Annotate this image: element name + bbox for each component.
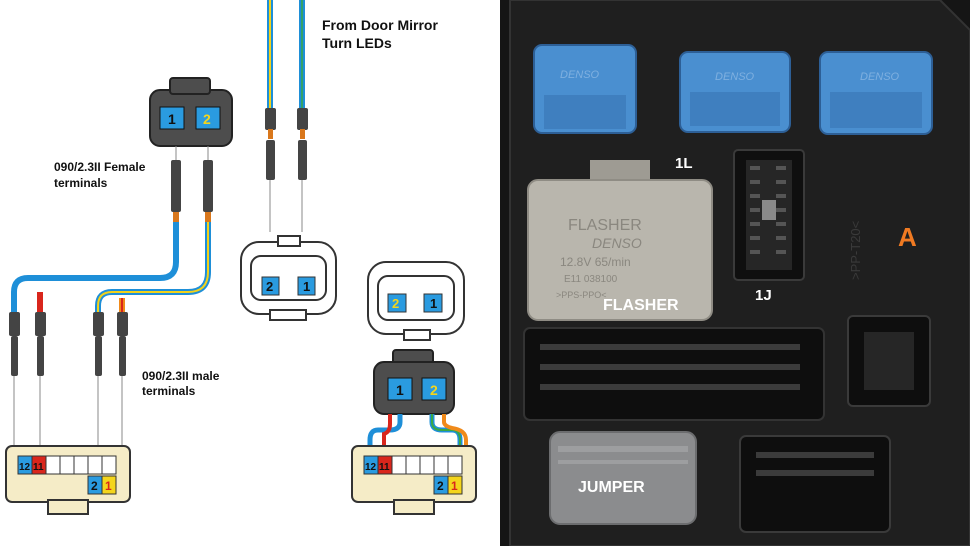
label-a: A bbox=[898, 222, 917, 252]
vehicle-plug-right: 12 11 2 1 bbox=[351, 445, 477, 515]
relay-2-brand: DENSO bbox=[715, 71, 755, 83]
relay-3-brand: DENSO bbox=[860, 71, 900, 83]
female-pin-2: 2 bbox=[203, 111, 211, 127]
adapter-open-pin-1: 1 bbox=[430, 296, 437, 311]
female-label-line2: terminals bbox=[54, 176, 108, 190]
label-flasher: FLASHER bbox=[603, 297, 679, 314]
plug-right-pin-2: 2 bbox=[437, 479, 444, 493]
plug-left-pin-11: 11 bbox=[33, 462, 44, 473]
plug-right-pin-11: 11 bbox=[379, 462, 390, 473]
mirror-pin-1: 1 bbox=[303, 279, 310, 294]
label-jumper: JUMPER bbox=[578, 479, 645, 496]
female-connector-grey: 1 2 bbox=[149, 77, 233, 147]
plug-left-pin-1: 1 bbox=[105, 479, 112, 493]
connector-1j-slot bbox=[733, 149, 805, 281]
harness-wires bbox=[11, 222, 211, 312]
lower-socket bbox=[523, 327, 825, 421]
right-socket bbox=[847, 315, 931, 407]
label-1l: 1L bbox=[675, 155, 693, 172]
male-connector-grey: 1 2 bbox=[373, 349, 455, 415]
flasher-print-2: DENSO bbox=[592, 235, 642, 251]
male-pin-2: 2 bbox=[430, 382, 438, 398]
relay-2: DENSO bbox=[679, 51, 791, 133]
relay-3: DENSO bbox=[819, 51, 933, 135]
mirror-connector-female: 2 1 bbox=[240, 235, 337, 321]
female-pin-1: 1 bbox=[168, 111, 176, 127]
flasher-print-5: >PPS-PPO< bbox=[556, 290, 607, 300]
fuse-box-photo: DENSO DENSO DENSO FLASHER DENSO 12.8V 65… bbox=[500, 0, 970, 546]
wiring-diagram: From Door Mirror Turn LEDs 2 1 1 2 bbox=[5, 0, 477, 515]
adapter-connector-female: 2 1 bbox=[367, 261, 465, 341]
adapter-open-pin-2: 2 bbox=[392, 296, 399, 311]
vehicle-plug-left: 12 11 2 1 bbox=[5, 445, 131, 515]
relay-1-brand: DENSO bbox=[560, 69, 600, 81]
male-pin-1: 1 bbox=[396, 382, 404, 398]
adapter-wires bbox=[367, 414, 468, 446]
flasher-print-1: FLASHER bbox=[568, 217, 642, 234]
plug-left-pin-12: 12 bbox=[19, 462, 31, 473]
label-1j: 1J bbox=[755, 287, 772, 304]
relay-1: DENSO bbox=[533, 44, 637, 134]
heading-line2: Turn LEDs bbox=[322, 35, 392, 51]
male-terminals bbox=[9, 312, 128, 376]
board-code: >PP-T20< bbox=[848, 221, 863, 280]
flasher-print-3: 12.8V 65/min bbox=[560, 255, 631, 269]
female-terminals bbox=[171, 146, 213, 222]
mirror-wires bbox=[265, 0, 308, 232]
male-label-line1: 090/2.3II male bbox=[142, 369, 220, 383]
jumper-block bbox=[549, 431, 697, 525]
plug-left-pin-2: 2 bbox=[91, 479, 98, 493]
heading-line1: From Door Mirror bbox=[322, 17, 438, 33]
male-label-line2: terminals bbox=[142, 384, 196, 398]
flasher-print-4: E11 038100 bbox=[564, 274, 618, 285]
plug-right-pin-12: 12 bbox=[365, 462, 377, 473]
female-label-line1: 090/2.3II Female bbox=[54, 160, 146, 174]
bottom-right-socket bbox=[739, 435, 891, 533]
flasher-unit: FLASHER DENSO 12.8V 65/min E11 038100 >P… bbox=[527, 160, 713, 321]
plug-right-pin-1: 1 bbox=[451, 479, 458, 493]
mirror-pin-2: 2 bbox=[266, 279, 273, 294]
